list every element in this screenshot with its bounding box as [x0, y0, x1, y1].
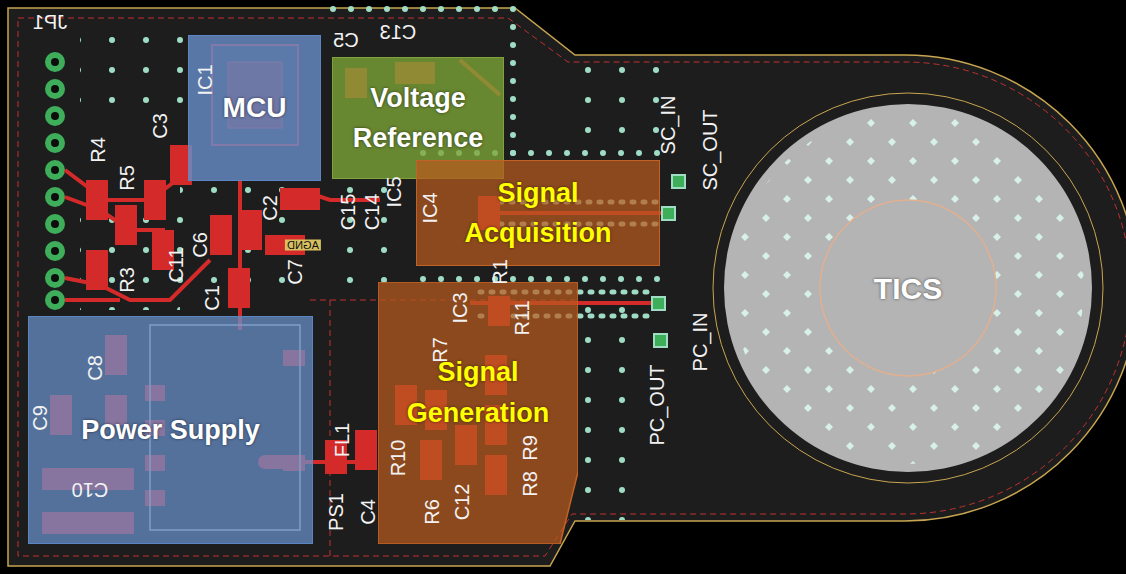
part-designator: C15 [338, 194, 358, 231]
part-designator: C14 [362, 194, 382, 231]
part-designator: C9 [30, 405, 50, 431]
part-designator: C8 [85, 355, 105, 381]
pin-header [45, 52, 65, 310]
part-designator: R9 [520, 435, 540, 461]
part-designator: C4 [358, 499, 378, 525]
part-designator: C5 [333, 30, 359, 50]
text-holder: Signal Acquisition [443, 173, 633, 254]
text-holder: Voltage Reference [338, 78, 498, 159]
part-designator: R1 [490, 259, 510, 285]
via-field [80, 35, 185, 115]
part-designator: FL1 [332, 423, 352, 457]
part-designator: C1 [202, 285, 222, 311]
part-designator: R6 [422, 499, 442, 525]
part-designator: R4 [88, 137, 108, 163]
keepout-line [18, 18, 1126, 556]
pad-name: PC_IN [690, 313, 710, 372]
part-designator: R10 [388, 440, 408, 477]
pad-name: SC_OUT [700, 109, 720, 190]
text-holder: TICS [874, 266, 942, 311]
part-designator: AGND [285, 240, 321, 251]
block-title: Signal Generation [384, 352, 572, 433]
via-field [580, 60, 670, 150]
part-designator: R7 [430, 337, 450, 363]
pad-name: PC_OUT [647, 364, 667, 445]
via-row [420, 268, 665, 282]
part-designator: JP1 [33, 12, 67, 32]
text-holder: Power Supply [81, 410, 260, 451]
via-field [580, 290, 650, 520]
part-designator: C13 [380, 22, 417, 42]
text-holder: Signal Generation [384, 352, 572, 433]
part-designator: R3 [117, 267, 137, 293]
pad-name: SC_IN [658, 96, 678, 155]
via-row [330, 6, 520, 24]
acquisition-block: Signal Acquisition [416, 160, 660, 266]
part-designator: IC4 [420, 192, 440, 223]
part-designator: IC3 [450, 292, 470, 323]
part-designator: C6 [190, 232, 210, 258]
part-designator: PS1 [326, 493, 346, 531]
part-designator: IC1 [195, 64, 215, 95]
sensor-disc: TICS [712, 92, 1104, 484]
part-designator: C7 [285, 259, 305, 285]
block-title: MCU [223, 87, 287, 129]
block-title: Signal Acquisition [443, 173, 633, 254]
part-designator: C10 [72, 480, 109, 500]
text-holder: MCU [223, 87, 287, 129]
block-title: Voltage Reference [338, 78, 498, 159]
via-column [505, 24, 525, 164]
block-title: Power Supply [81, 410, 260, 451]
board-outline [8, 8, 1126, 566]
mcu-block: MCU [188, 35, 321, 181]
part-designator: C12 [452, 484, 472, 521]
part-designator: R8 [520, 471, 540, 497]
part-designator: R11 [512, 300, 532, 335]
part-designator: C3 [150, 113, 170, 139]
generation-block: Signal Generation [378, 282, 578, 544]
power-block: Power Supply [28, 316, 313, 544]
part-designator: R5 [117, 165, 137, 191]
part-designator: C11 [166, 247, 186, 282]
block-title: TICS [874, 266, 942, 311]
part-designator: IC5 [384, 176, 404, 207]
part-designator: C2 [260, 195, 280, 221]
